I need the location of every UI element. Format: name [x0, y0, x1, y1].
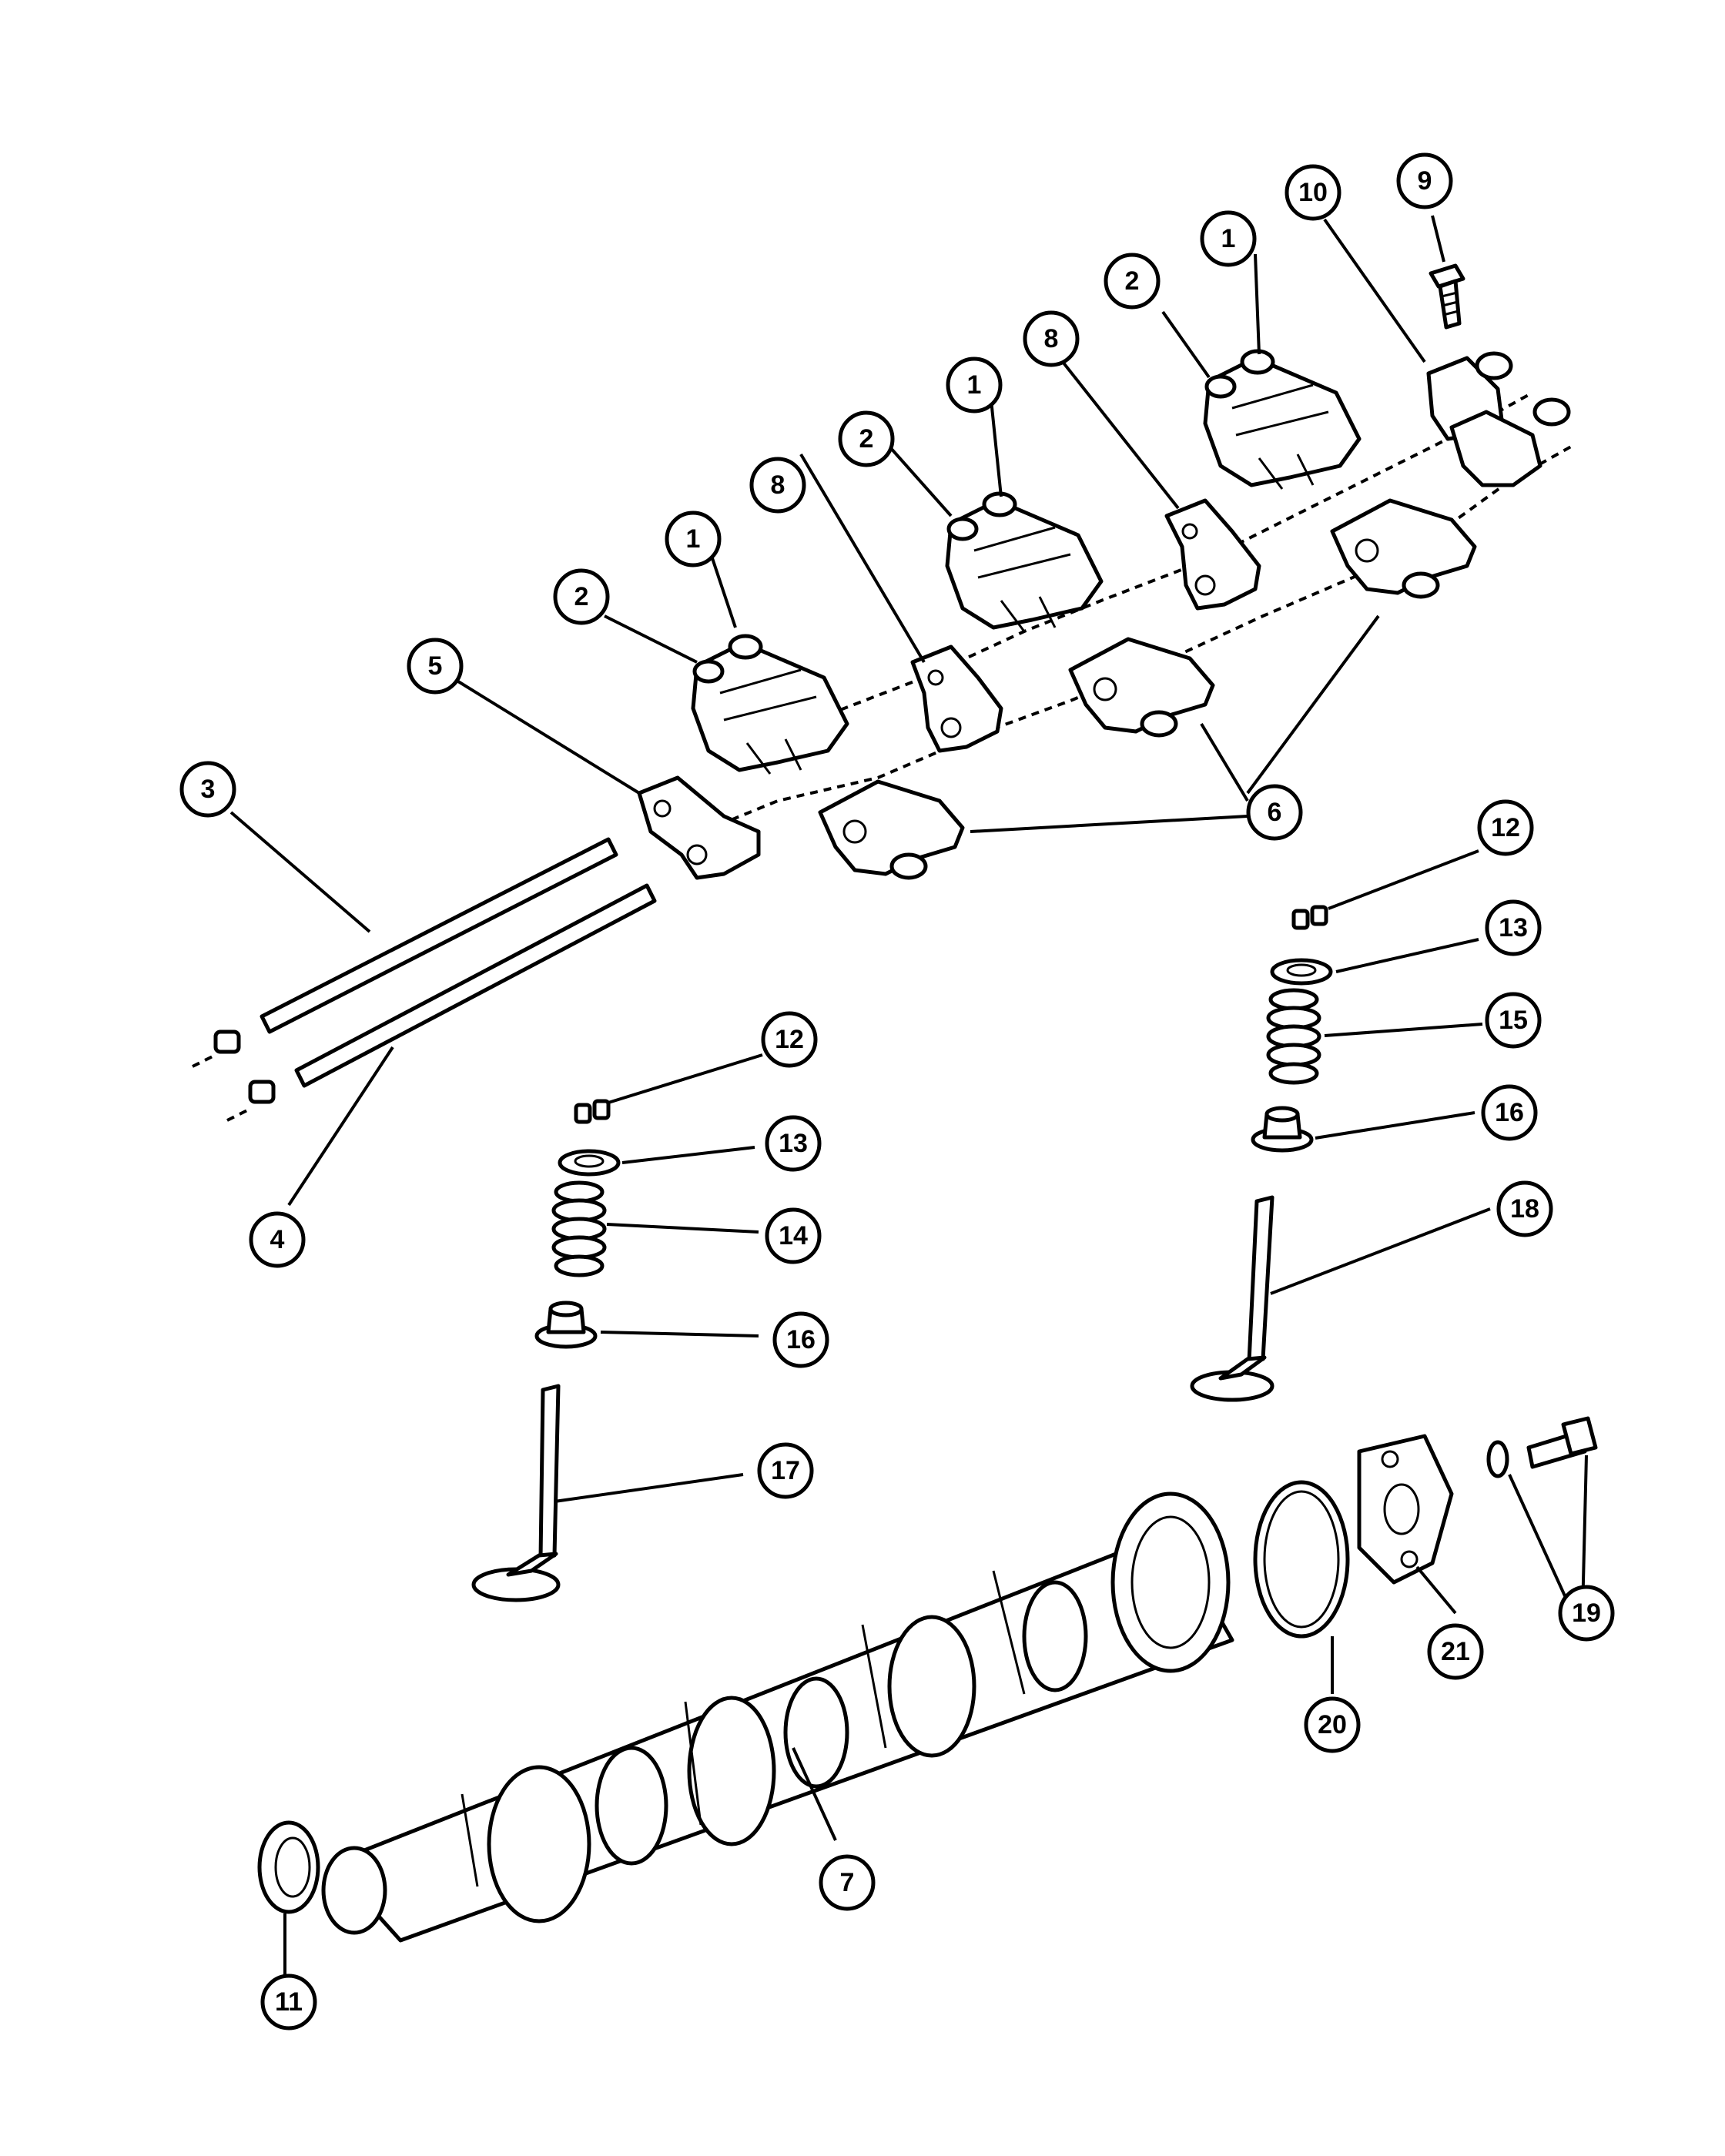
- svg-text:13: 13: [779, 1129, 808, 1158]
- valve-keepers: [574, 1099, 611, 1124]
- callout-8: 8: [749, 457, 806, 514]
- svg-text:8: 8: [1044, 324, 1059, 353]
- callout-4: 4: [249, 1211, 306, 1268]
- svg-text:2: 2: [1125, 266, 1140, 296]
- bolt-and-washer: [1486, 1416, 1598, 1478]
- callout-2: 2: [553, 568, 610, 625]
- svg-text:9: 9: [1418, 166, 1432, 196]
- svg-text:12: 12: [775, 1025, 804, 1054]
- callout-11: 11: [260, 1974, 317, 2030]
- svg-text:2: 2: [574, 582, 589, 611]
- rocker-arm-pair: [691, 634, 849, 775]
- svg-text:7: 7: [840, 1868, 855, 1897]
- svg-text:10: 10: [1298, 178, 1328, 207]
- callout-2: 2: [838, 410, 895, 467]
- callout-8: 8: [1023, 310, 1080, 367]
- svg-text:17: 17: [771, 1456, 800, 1485]
- valve-seal: [534, 1301, 598, 1349]
- rocker-arm: [1330, 498, 1477, 599]
- thrust-plate: [1357, 1434, 1454, 1585]
- callout-19: 19: [1558, 1585, 1615, 1642]
- svg-text:1: 1: [686, 524, 701, 554]
- svg-text:14: 14: [779, 1221, 808, 1250]
- callout-17: 17: [757, 1442, 814, 1499]
- push-rods: [192, 837, 657, 1122]
- svg-text:5: 5: [428, 651, 443, 681]
- valve-spring: [1266, 988, 1321, 1085]
- rocker-arm-pair: [945, 491, 1104, 632]
- leader-lines: [229, 215, 1588, 1979]
- callout-21: 21: [1427, 1623, 1484, 1680]
- spring-retainer: [558, 1149, 621, 1177]
- callout-13: 13: [1485, 899, 1542, 956]
- callout-20: 20: [1304, 1696, 1361, 1753]
- callout-12: 12: [761, 1011, 818, 1068]
- svg-text:8: 8: [771, 470, 785, 500]
- rocker-shaft-assembly: [637, 263, 1572, 880]
- callout-2: 2: [1104, 253, 1161, 310]
- valve-assembly-right: [1190, 905, 1333, 1402]
- valve-seal: [1251, 1106, 1314, 1153]
- valve-assembly-left: [471, 1099, 621, 1602]
- callout-12: 12: [1477, 799, 1534, 856]
- callout-13: 13: [765, 1115, 822, 1172]
- svg-text:3: 3: [201, 775, 216, 804]
- camshaft: [321, 1491, 1234, 1943]
- callout-6: 6: [1246, 784, 1303, 841]
- svg-text:6: 6: [1268, 798, 1282, 827]
- svg-text:1: 1: [967, 370, 982, 400]
- callout-16: 16: [1481, 1084, 1538, 1141]
- valve: [471, 1384, 561, 1602]
- thrust-plate-gasket: [1253, 1480, 1350, 1639]
- callout-1: 1: [1200, 210, 1257, 267]
- svg-text:18: 18: [1510, 1194, 1539, 1224]
- callout-15: 15: [1485, 992, 1542, 1049]
- svg-text:16: 16: [786, 1325, 816, 1354]
- rocker-stand: [1164, 498, 1261, 611]
- svg-text:2: 2: [859, 424, 874, 454]
- rocker-arm: [818, 779, 965, 880]
- callout-16: 16: [772, 1311, 829, 1368]
- rocker-stand: [910, 644, 1003, 753]
- callout-3: 3: [179, 761, 236, 818]
- callout-14: 14: [765, 1207, 822, 1264]
- callout-1: 1: [665, 511, 722, 567]
- svg-text:4: 4: [270, 1225, 285, 1254]
- svg-text:11: 11: [275, 1987, 303, 2017]
- svg-text:21: 21: [1441, 1637, 1470, 1666]
- spring-retainer: [1270, 958, 1333, 986]
- svg-text:13: 13: [1499, 913, 1528, 942]
- svg-text:15: 15: [1499, 1006, 1528, 1035]
- valve: [1190, 1195, 1274, 1402]
- valve-keepers: [1291, 905, 1328, 930]
- callout-9: 9: [1396, 152, 1453, 209]
- svg-text:16: 16: [1495, 1098, 1524, 1127]
- rocker-stand: [637, 775, 761, 880]
- rocker-arm-pair: [1203, 349, 1362, 490]
- svg-text:20: 20: [1318, 1710, 1347, 1739]
- callout-5: 5: [407, 638, 464, 695]
- rocker-arm: [1068, 637, 1215, 738]
- svg-text:12: 12: [1491, 813, 1520, 842]
- valve-spring: [551, 1180, 607, 1277]
- callout-18: 18: [1496, 1180, 1553, 1237]
- callout-7: 7: [819, 1854, 876, 1911]
- rocker-stand-end: [1426, 351, 1571, 487]
- svg-text:1: 1: [1221, 224, 1236, 253]
- callout-1: 1: [946, 357, 1003, 413]
- svg-text:19: 19: [1572, 1599, 1601, 1628]
- camshaft-bearing: [257, 1820, 320, 1914]
- bolt: [1429, 263, 1465, 330]
- callout-10: 10: [1285, 164, 1341, 221]
